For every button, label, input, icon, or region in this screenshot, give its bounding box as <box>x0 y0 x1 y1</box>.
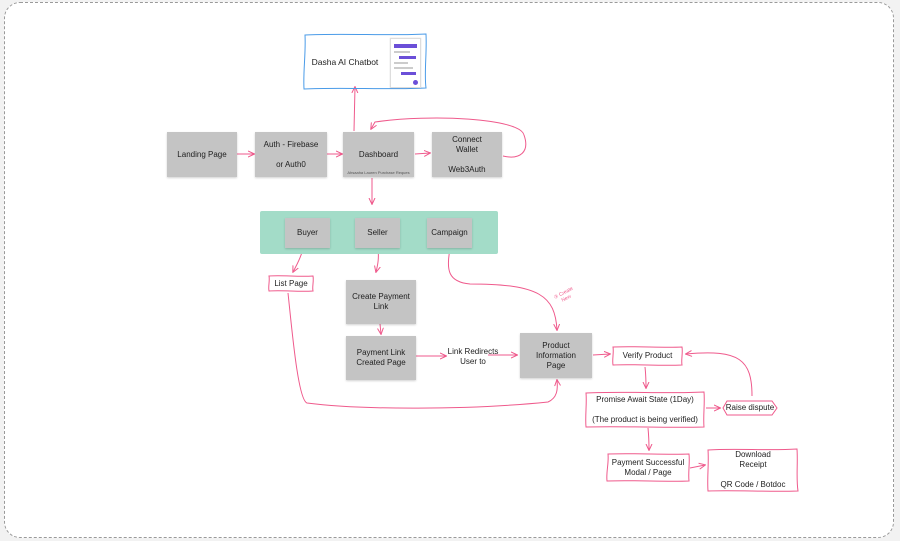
payment-success-label: Payment Successful Modal / Page <box>611 457 685 477</box>
product-info-node: Product Information Page <box>520 333 592 378</box>
list-page-label: List Page <box>274 278 308 288</box>
create-payment-link-label: Create Payment Link <box>352 292 410 311</box>
promise-await-label: Promise Await State (1Day) (The product … <box>592 394 698 424</box>
dashboard-label: Dashboard <box>358 149 399 159</box>
payment-success-node: Payment Successful Modal / Page <box>606 453 690 482</box>
link-redirects-label: Link Redirects User to <box>447 347 499 366</box>
verify-product-node: Verify Product <box>612 346 683 366</box>
dashboard-node: Dashboard Ahsaaha Lauren Purchase Reques <box>343 132 414 177</box>
chatbot-node: Dasha AI Chatbot <box>302 33 428 90</box>
list-page-node: List Page <box>268 275 314 292</box>
buyer-label: Buyer <box>297 228 318 237</box>
campaign-label: Campaign <box>431 228 468 237</box>
create-payment-link-node: Create Payment Link <box>346 280 416 324</box>
seller-node[interactable]: Seller <box>355 218 400 248</box>
connect-wallet-node: Connect Wallet Web3Auth <box>432 132 502 177</box>
payment-link-created-node: Payment Link Created Page <box>346 336 416 380</box>
chatbot-preview-image <box>390 38 421 88</box>
campaign-node[interactable]: Campaign <box>427 218 472 248</box>
raise-dispute-label: Raise dispute <box>725 403 775 412</box>
chatbot-label: Dasha AI Chatbot <box>311 56 379 67</box>
buyer-node[interactable]: Buyer <box>285 218 330 248</box>
auth-node: Auth - Firebase or Auth0 <box>255 132 327 177</box>
verify-product-label: Verify Product <box>622 351 673 360</box>
auth-label: Auth - Firebase or Auth0 <box>263 139 319 169</box>
download-receipt-label: Download Receipt QR Code / Botdoc <box>720 450 786 489</box>
product-info-label: Product Information Page <box>535 340 577 370</box>
download-receipt-node: Download Receipt QR Code / Botdoc <box>707 448 799 492</box>
chatbot-outline <box>303 33 427 90</box>
promise-await-node: Promise Await State (1Day) (The product … <box>585 391 705 428</box>
landing-page-node: Landing Page <box>167 132 237 177</box>
dashboard-caption: Ahsaaha Lauren Purchase Reques <box>347 170 410 175</box>
seller-label: Seller <box>367 228 388 237</box>
raise-dispute-node: Raise dispute <box>722 400 778 416</box>
landing-page-label: Landing Page <box>177 149 227 159</box>
connect-wallet-label: Connect Wallet Web3Auth <box>448 134 486 174</box>
payment-link-created-label: Payment Link Created Page <box>356 348 406 367</box>
